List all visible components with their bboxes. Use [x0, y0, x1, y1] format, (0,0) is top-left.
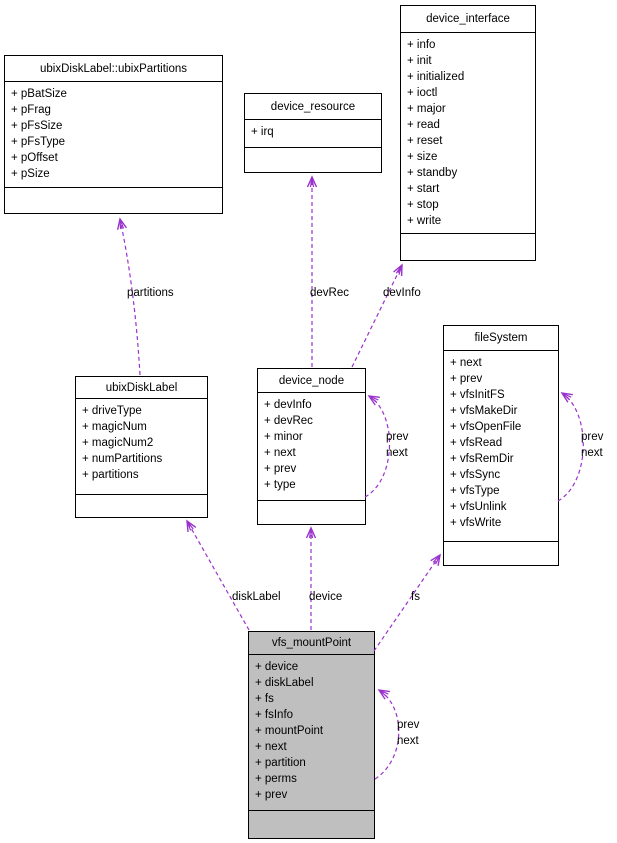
class-box-ubixpartitions[interactable]: ubixDiskLabel::ubixPartitions + pBatSize… [4, 55, 223, 214]
class-attribute: + devInfo [264, 399, 312, 411]
class-attribute: + next [255, 741, 287, 753]
class-attribute: + partitions [82, 469, 139, 481]
edge-label-fs-loop-next: next [581, 447, 603, 459]
class-title: fileSystem [444, 326, 558, 351]
class-title: ubixDiskLabel [76, 377, 207, 399]
class-attribute: + irq [251, 126, 274, 138]
edge-fs [373, 553, 441, 652]
class-empty-compartment [258, 501, 365, 524]
class-attributes: + info + init + initialized + ioctl + major +… [401, 33, 535, 234]
class-attribute: + device [255, 661, 299, 673]
class-attribute: + vfsOpenFile [450, 421, 522, 433]
class-attribute: + pFsSize [11, 120, 63, 132]
class-attribute: + vfsWrite [450, 517, 502, 529]
edge-label-fs-loop-prev: prev [581, 431, 604, 443]
class-attribute: + stop [407, 199, 439, 211]
class-empty-compartment [401, 234, 535, 260]
class-attribute: + pFrag [11, 104, 51, 116]
class-empty-compartment [245, 148, 381, 172]
class-attribute: + magicNum2 [82, 437, 154, 449]
class-box-ubixdisklabel[interactable]: ubixDiskLabel + driveType + magicNum + mag… [75, 376, 208, 518]
class-attribute: + numPartitions [82, 453, 163, 465]
class-attribute: + vfsUnlink [450, 501, 507, 513]
class-attribute: + standby [407, 167, 458, 179]
edge-label-devinfo: devInfo [383, 287, 421, 299]
edge-disklabel [186, 519, 250, 631]
class-attribute: + vfsSync [450, 469, 501, 481]
class-attribute: + vfsMakeDir [450, 405, 518, 417]
edge-label-fs: fs [411, 591, 420, 603]
edge-label-disklabel: diskLabel [232, 591, 281, 603]
edge-label-vfs-loop-next: next [397, 735, 419, 747]
class-box-device-node[interactable]: device_node + devInfo + devRec + minor + ne… [257, 368, 366, 525]
class-attribute: + start [407, 183, 440, 195]
class-attribute: + reset [407, 135, 443, 147]
class-attribute: + prev [255, 789, 288, 801]
edge-label-node-loop-next: next [386, 447, 408, 459]
class-attribute: + vfsType [450, 485, 500, 497]
class-attributes: + device + diskLabel + fs + fsInfo + mountPo… [249, 655, 374, 811]
class-attribute: + read [407, 119, 440, 131]
class-attribute: + vfsRemDir [450, 453, 514, 465]
class-box-device-resource[interactable]: device_resource + irq [244, 93, 382, 173]
edge-devinfo [351, 263, 403, 368]
class-empty-compartment [5, 188, 222, 213]
class-attribute: + size [407, 151, 438, 163]
class-attribute: + init [407, 55, 432, 67]
class-attribute: + major [407, 103, 446, 115]
class-attribute: + mountPoint [255, 725, 324, 737]
class-attribute: + perms [255, 773, 297, 785]
class-title: vfs_mountPoint [249, 632, 374, 655]
class-box-device-interface[interactable]: device_interface + info + init + initializ… [400, 5, 536, 261]
edge-label-node-loop-prev: prev [386, 431, 409, 443]
class-attribute: + next [450, 357, 482, 369]
class-attribute: + pBatSize [11, 88, 67, 100]
class-attribute: + info [407, 39, 436, 51]
class-attribute: + type [264, 479, 296, 491]
class-attribute: + devRec [264, 415, 313, 427]
class-empty-compartment [444, 542, 558, 565]
class-attributes: + devInfo + devRec + minor + next + prev + ty… [258, 393, 365, 501]
class-attribute: + partition [255, 757, 306, 769]
edge-label-vfs-loop-prev: prev [397, 719, 420, 731]
class-box-vfs-mountpoint[interactable]: vfs_mountPoint + device+ diskLabel+ fs+ … [248, 631, 375, 839]
class-attributes: + driveType + magicNum + magicNum2 + numPar… [76, 399, 207, 495]
class-attribute: + driveType [82, 405, 142, 417]
class-empty-compartment [76, 495, 207, 517]
class-attributes: + next + prev + vfsInitFS + vfsMakeDir + vfs… [444, 351, 558, 542]
class-attribute: + magicNum [82, 421, 147, 433]
class-title: ubixDiskLabel::ubixPartitions [5, 56, 222, 82]
class-attribute: + vfsInitFS [450, 389, 505, 401]
class-attribute: + minor [264, 431, 303, 443]
edge-label-partitions: partitions [127, 287, 174, 299]
class-attribute: + pOffset [11, 152, 58, 164]
class-title: device_interface [401, 6, 535, 33]
class-attribute: + next [264, 447, 296, 459]
edge-label-devrec: devRec [310, 287, 349, 299]
class-empty-compartment [249, 811, 374, 838]
class-attribute: + prev [264, 463, 297, 475]
edge-vfs-selfloop [374, 689, 400, 780]
class-box-filesystem[interactable]: fileSystem + next + prev + vfsInitFS + vfsM… [443, 325, 559, 566]
class-attribute: + diskLabel [255, 677, 314, 689]
class-attribute: + fs [255, 693, 274, 705]
class-attribute: + prev [450, 373, 483, 385]
class-attribute: + initialized [407, 71, 465, 83]
class-attribute: + write [407, 215, 442, 227]
class-attributes: + pBatSize + pFrag + pFsSize + pFsType + pOf… [5, 82, 222, 188]
class-attribute: + pSize [11, 168, 50, 180]
class-attribute: + ioctl [407, 87, 438, 99]
class-title: device_node [258, 369, 365, 393]
class-attribute: + vfsRead [450, 437, 503, 449]
class-title: device_resource [245, 94, 381, 120]
class-attribute: + fsInfo [255, 709, 294, 721]
class-attribute: + pFsType [11, 136, 66, 148]
class-attributes: + irq [245, 120, 381, 148]
edge-filesystem-selfloop [557, 392, 584, 502]
edge-label-device: device [309, 591, 343, 603]
